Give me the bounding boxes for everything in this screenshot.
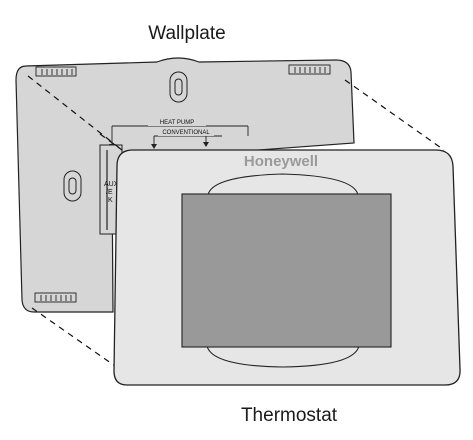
- screen-bump-bottom: [206, 345, 360, 368]
- thermostat-screen: [181, 193, 392, 348]
- wallplate-vent-top-right: [288, 64, 331, 75]
- terminal-k-label: K: [108, 197, 113, 204]
- wallplate-label: Wallplate: [148, 23, 225, 44]
- thermostat: Honeywell: [113, 149, 461, 386]
- mounting-slot-top: [169, 71, 188, 103]
- guide-top-left-end: [99, 133, 123, 151]
- alignment-guides: [27, 75, 445, 376]
- wallplate-vent-bottom-left: [34, 292, 77, 303]
- wallplate-vent-top-left: [35, 66, 77, 77]
- mounting-slot-left: [63, 170, 82, 202]
- guide-top-left: [27, 75, 123, 151]
- thermostat-label: Thermostat: [241, 405, 338, 426]
- guide-top-right: [344, 79, 445, 151]
- guide-bottom-left: [31, 307, 129, 376]
- terminal-aux-label: AUX: [104, 181, 119, 188]
- terminal-e-label: /E: [106, 189, 113, 196]
- honeywell-logo: Honeywell: [244, 153, 318, 170]
- screen-bump-top: [207, 173, 359, 196]
- conventional-label: CONVENTIONAL: [162, 130, 210, 136]
- heat-pump-label: HEAT PUMP: [160, 120, 194, 126]
